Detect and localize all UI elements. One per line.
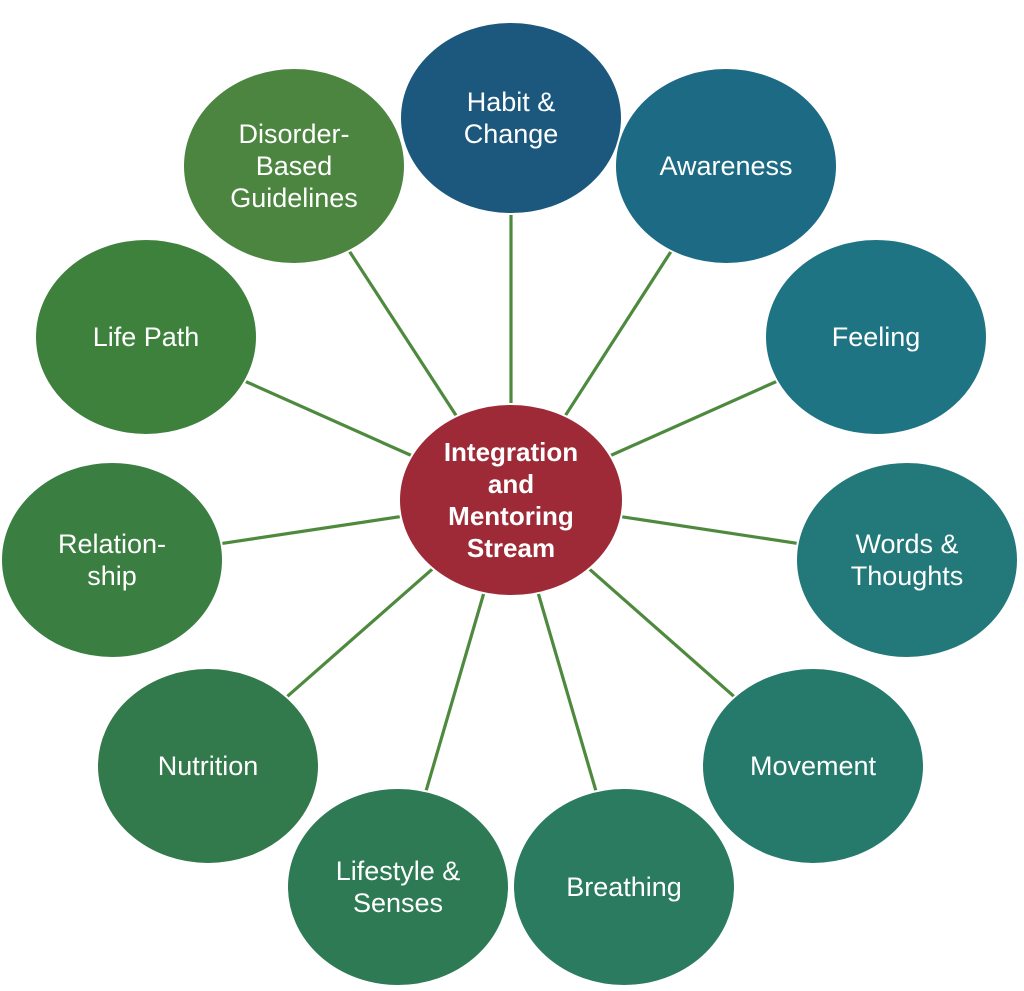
node-breathing: Breathing (512, 787, 736, 987)
connector-life-path (243, 379, 414, 458)
node-words-thoughts-shape (795, 461, 1019, 659)
center-node-label-line: and (488, 469, 534, 499)
node-disorder-based-guidelines-label-line: Based (256, 151, 333, 181)
node-life-path-shape (34, 238, 258, 436)
node-relationship-label-line: Relation- (58, 529, 166, 559)
connectors (219, 212, 800, 793)
node-lifestyle-senses-shape (286, 787, 510, 987)
node-lifestyle-senses-label-line: Lifestyle & (336, 856, 461, 886)
node-relationship-label-line: ship (87, 561, 137, 591)
node-words-thoughts-label: Words &Thoughts (851, 529, 964, 591)
node-words-thoughts: Words &Thoughts (795, 461, 1019, 659)
connector-awareness (563, 249, 673, 418)
node-disorder-based-guidelines-label-line: Guidelines (230, 183, 358, 213)
node-movement-shape (701, 667, 925, 865)
node-awareness-label: Awareness (659, 151, 792, 181)
center-node-label-line: Stream (467, 533, 555, 563)
node-habit-change: Habit &Change (399, 21, 623, 215)
node-feeling: Feeling (764, 238, 988, 436)
connector-movement (587, 567, 737, 699)
node-movement: Movement (701, 667, 925, 865)
center-node-label-line: Mentoring (448, 501, 574, 531)
connector-breathing (536, 591, 598, 793)
node-nutrition-shape (96, 667, 320, 865)
node-movement-label-line: Movement (750, 751, 877, 781)
node-relationship-shape (0, 461, 224, 659)
node-habit-change-shape (399, 21, 623, 215)
center-node-label-line: Integration (444, 437, 578, 467)
node-relationship-label: Relation-ship (58, 529, 166, 591)
node-nutrition-label-line: Nutrition (158, 751, 259, 781)
node-breathing-label: Breathing (566, 872, 682, 902)
node-feeling-label: Feeling (832, 322, 921, 352)
connector-words-thoughts (619, 515, 800, 546)
connector-feeling (608, 379, 779, 458)
node-awareness: Awareness (614, 67, 838, 265)
connector-relationship (219, 514, 403, 546)
node-words-thoughts-label-line: Words & (855, 529, 958, 559)
node-lifestyle-senses: Lifestyle &Senses (286, 787, 510, 987)
connector-disorder-based-guidelines (347, 249, 459, 418)
node-feeling-shape (764, 238, 988, 436)
node-disorder-based-guidelines-label-line: Disorder- (238, 119, 349, 149)
connector-nutrition (285, 567, 435, 699)
connector-lifestyle-senses (424, 591, 486, 793)
node-relationship: Relation-ship (0, 461, 224, 659)
node-habit-change-label-line: Change (464, 119, 559, 149)
node-breathing-shape (512, 787, 736, 987)
center-node-shape (398, 403, 624, 597)
node-life-path-label: Life Path (93, 322, 200, 352)
node-words-thoughts-label-line: Thoughts (851, 561, 964, 591)
node-breathing-label-line: Breathing (566, 872, 682, 902)
node-life-path-label-line: Life Path (93, 322, 200, 352)
node-lifestyle-senses-label: Lifestyle &Senses (336, 856, 461, 918)
node-life-path: Life Path (34, 238, 258, 436)
node-lifestyle-senses-label-line: Senses (353, 888, 443, 918)
node-awareness-shape (614, 67, 838, 265)
node-awareness-label-line: Awareness (659, 151, 792, 181)
node-habit-change-label-line: Habit & (467, 87, 556, 117)
node-feeling-label-line: Feeling (832, 322, 921, 352)
node-nutrition: Nutrition (96, 667, 320, 865)
node-nutrition-label: Nutrition (158, 751, 259, 781)
node-disorder-based-guidelines-shape (182, 67, 406, 265)
node-habit-change-label: Habit &Change (464, 87, 559, 149)
node-movement-label: Movement (750, 751, 877, 781)
